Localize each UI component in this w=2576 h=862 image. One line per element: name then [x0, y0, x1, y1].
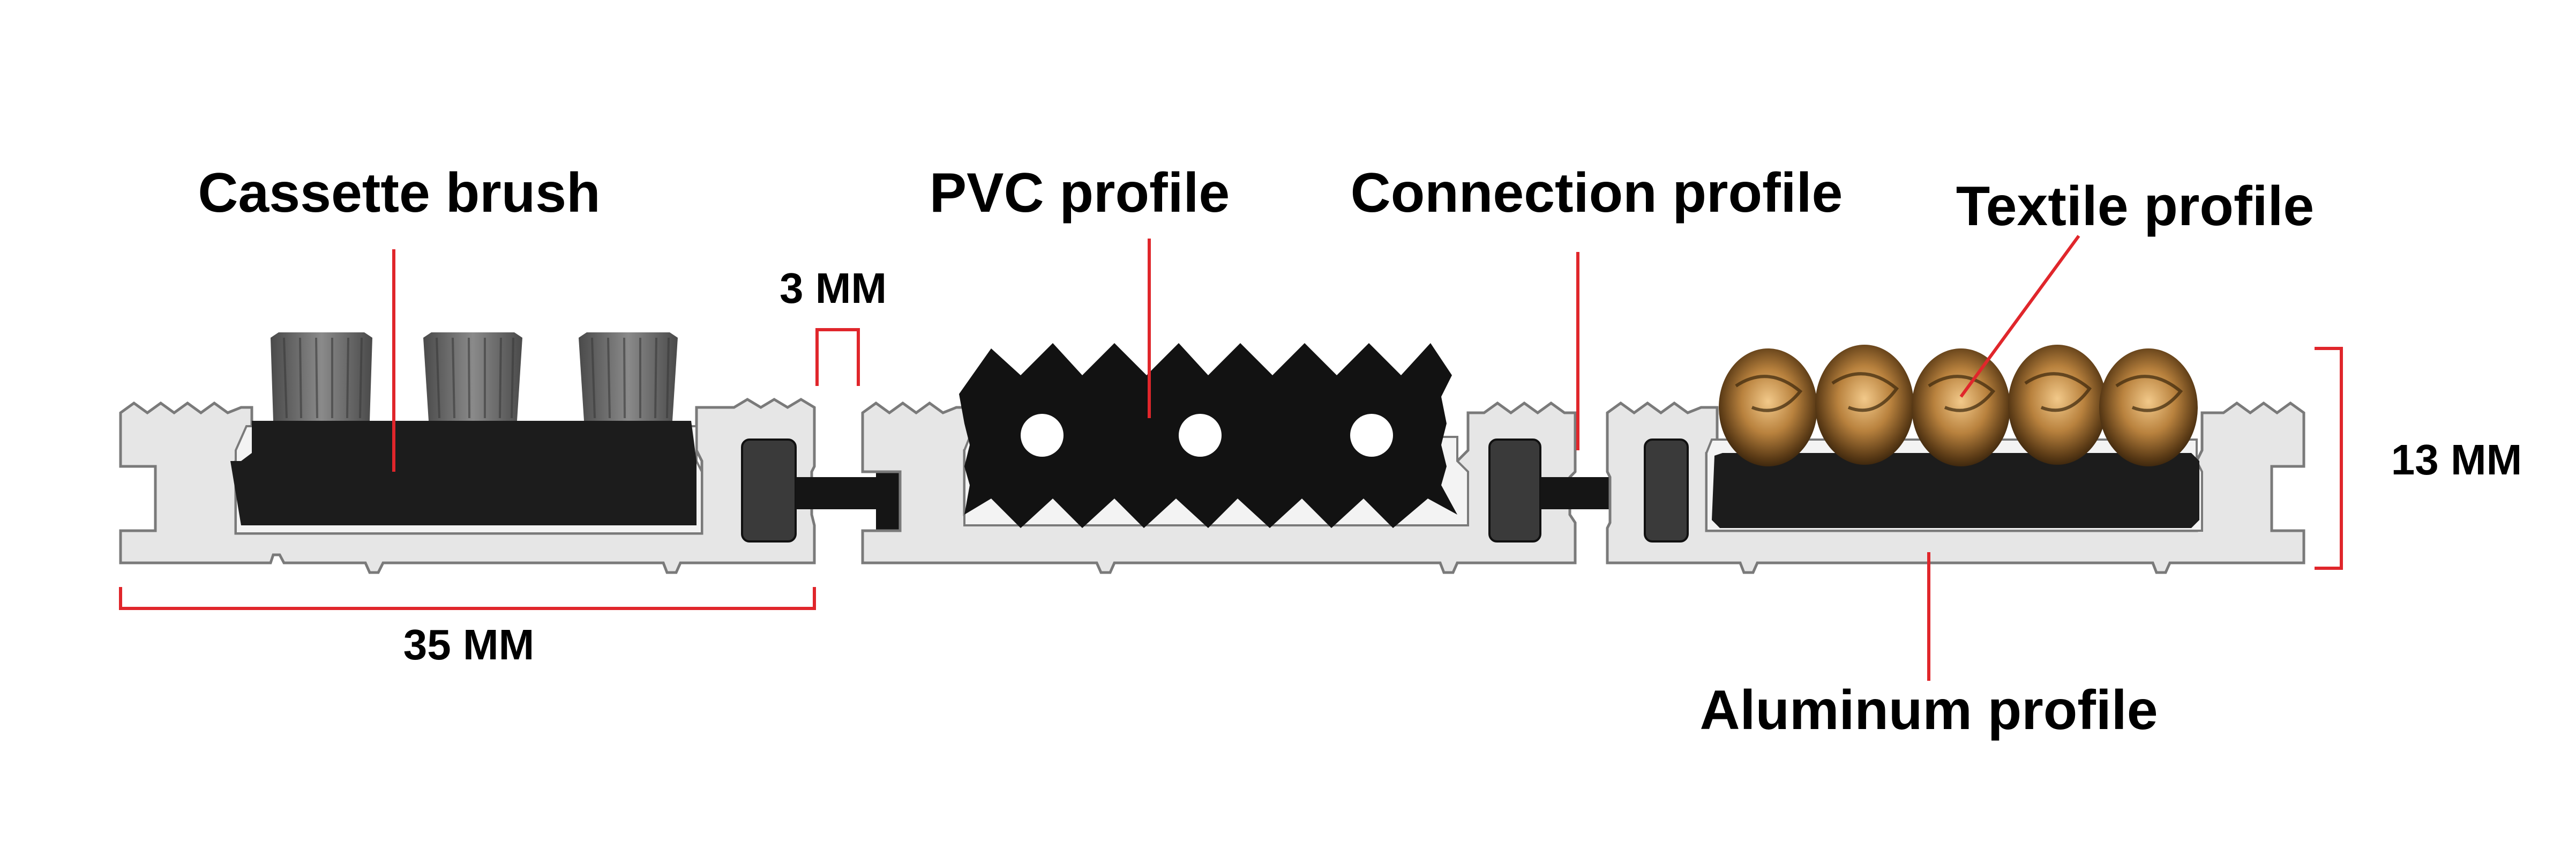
textile-tufts	[1719, 345, 2198, 466]
label-pvc-profile: PVC profile	[930, 162, 1230, 224]
pvc-hole-3	[1350, 414, 1393, 457]
connector-insert-1	[741, 439, 797, 543]
height-bracket	[2315, 347, 2343, 570]
connector-insert-2	[1488, 439, 1541, 543]
label-cassette-brush: Cassette brush	[198, 162, 600, 224]
aluminum-profile-2	[861, 401, 1577, 574]
gap-bracket	[815, 328, 860, 386]
textile-segment	[1606, 345, 2305, 574]
cassette-brush-segment	[119, 332, 816, 574]
textile-leader	[1959, 235, 2080, 398]
aluminum-profile-1	[119, 398, 816, 574]
leader-lines	[119, 235, 2343, 681]
label-height-dimension: 13 MM	[2391, 436, 2522, 484]
pvc-hole-1	[1021, 414, 1064, 457]
pvc-hole-2	[1179, 414, 1222, 457]
width-bracket	[119, 587, 816, 610]
cassette-base	[230, 421, 697, 525]
connection-profile-1	[796, 458, 911, 536]
label-gap-dimension: 3 MM	[780, 264, 887, 312]
label-width-dimension: 35 MM	[403, 621, 535, 668]
label-textile-profile: Textile profile	[1956, 175, 2314, 237]
textile-base	[1712, 453, 2199, 528]
label-connection-profile: Connection profile	[1351, 162, 1843, 224]
aluminum-profile-3	[1606, 401, 2305, 574]
connector-insert-3	[1644, 439, 1689, 543]
pvc-profile-segment	[861, 343, 1577, 574]
brush-bristles	[271, 332, 678, 421]
label-aluminum-profile: Aluminum profile	[1699, 679, 2158, 741]
